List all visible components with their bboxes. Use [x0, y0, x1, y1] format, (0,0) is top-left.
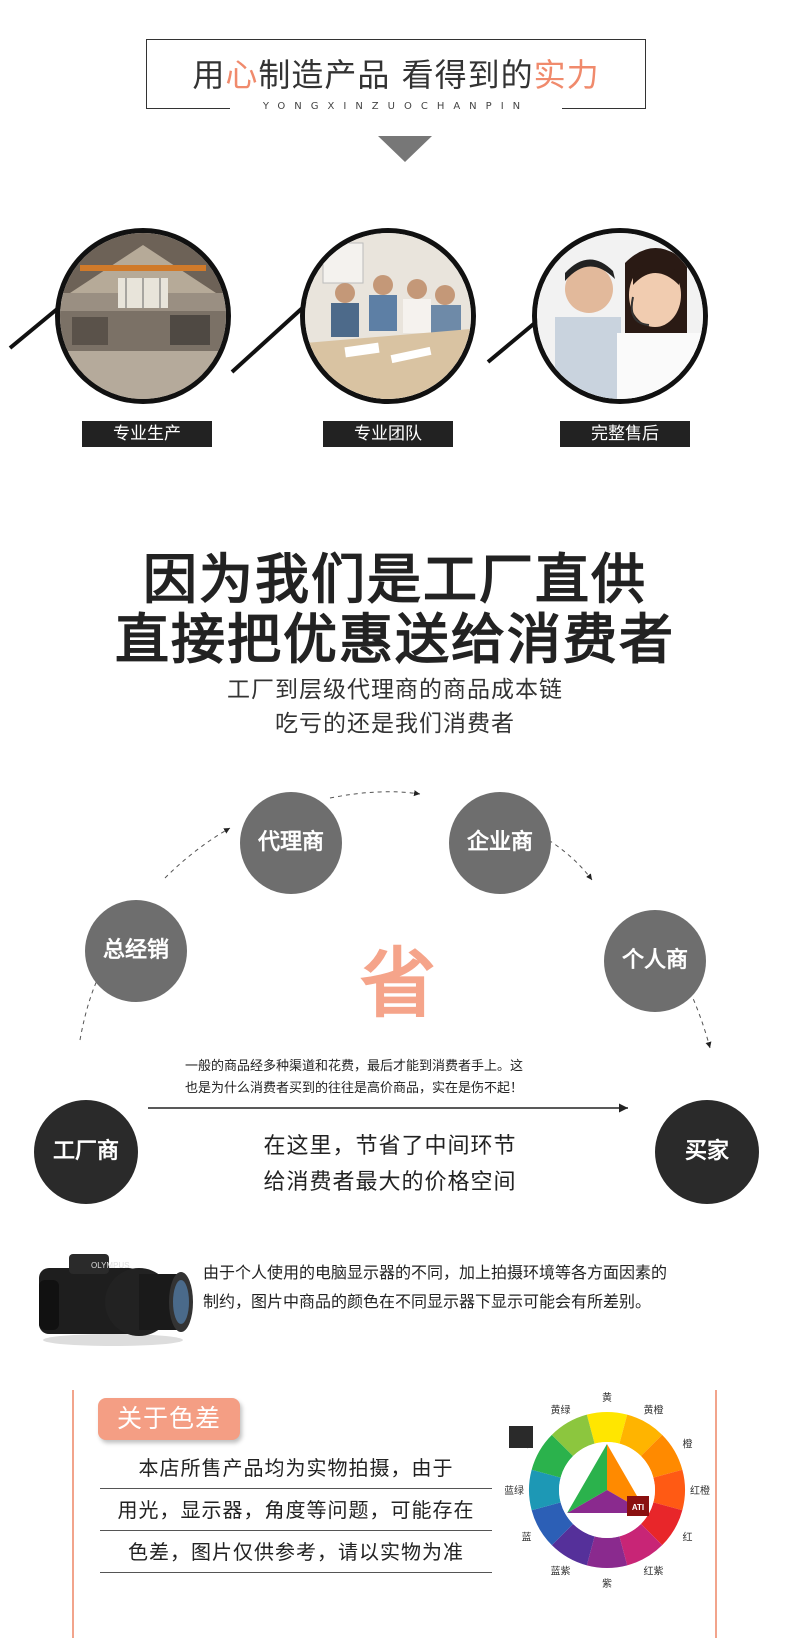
camera-icon: OLYMPUS [39, 1254, 193, 1346]
down-arrow-icon [378, 136, 432, 162]
chain-description: 一般的商品经多种渠道和花费，最后才能到消费者手上。这也是为什么消费者买到的往往是… [185, 1059, 524, 1096]
wheel-triangle [607, 1444, 647, 1513]
header-pinyin: YONGXINZUOCHANPIN [230, 101, 562, 112]
factory-photo-icon [55, 228, 231, 404]
feature-label-aftersales: 完整售后 [560, 421, 690, 447]
wheel-label: 橙 [683, 1438, 693, 1451]
header-frame [146, 39, 646, 109]
node-individual: 个人商 [604, 910, 706, 1012]
headline-line-2: 直接把优惠送给消费者 [115, 608, 675, 671]
wheel-segment [551, 1414, 595, 1457]
color-wheel-icon: 黄黄橙橙红橙红红紫紫蓝紫蓝蓝绿绿黄绿ATI [505, 1391, 710, 1590]
wheel-segment [619, 1414, 663, 1457]
color-diff-line-3: 色差，图片仅供参考，请以实物为准 [100, 1532, 492, 1573]
node-agent: 代理商 [240, 792, 342, 894]
divider-left [72, 1390, 74, 1638]
wheel-segment [551, 1523, 595, 1566]
header-title: 用心制造产品 看得到的实力 [192, 56, 600, 94]
camera-note: 由于个人使用的电脑显示器的不同，加上拍摄环境等各方面因素的制约，图片中商品的颜色… [203, 1263, 668, 1311]
wheel-segment [653, 1469, 685, 1511]
customer-service-photo-icon [532, 228, 708, 404]
wheel-label: 黄橙 [644, 1403, 664, 1416]
team-meeting-photo-icon [300, 228, 476, 404]
divider-right [715, 1390, 717, 1638]
camera-brand-text: OLYMPUS [91, 1261, 130, 1270]
wheel-label: 红紫 [644, 1565, 664, 1578]
node-general-distributor: 总经销 [85, 900, 187, 1002]
wheel-segment [531, 1434, 574, 1478]
wheel-segment [619, 1523, 663, 1566]
wheel-label: 黄绿 [551, 1403, 571, 1416]
wheel-label: 蓝紫 [551, 1566, 571, 1578]
wheel-segment [586, 1536, 628, 1568]
wheel-segment [531, 1502, 574, 1546]
gpu-badge-icon [509, 1426, 533, 1448]
feature-label-production: 专业生产 [82, 421, 212, 447]
wheel-segment [640, 1434, 683, 1478]
wheel-triangle [567, 1490, 647, 1513]
wheel-label: 蓝 [521, 1532, 531, 1544]
save-character: 省 [360, 939, 436, 1028]
wheel-label: 红橙 [690, 1484, 710, 1497]
wheel-label: 红 [683, 1531, 693, 1544]
wheel-segment [640, 1502, 683, 1546]
color-diff-line-2: 用光，显示器，角度等问题，可能存在 [100, 1490, 492, 1531]
node-enterprise: 企业商 [449, 792, 551, 894]
feature-label-team: 专业团队 [323, 421, 453, 447]
wheel-segment [529, 1469, 561, 1511]
wheel-label: 紫 [602, 1578, 612, 1590]
chain-middle-text-1: 在这里，节省了中间环节 [263, 1134, 517, 1159]
ati-badge-icon [627, 1496, 649, 1516]
wheel-segment [586, 1412, 628, 1444]
node-factory: 工厂商 [34, 1100, 138, 1204]
subhead-line-2: 吃亏的还是我们消费者 [275, 711, 515, 737]
node-buyer: 买家 [655, 1100, 759, 1204]
chain-middle-text-2: 给消费者最大的价格空间 [263, 1170, 517, 1195]
wheel-label: 蓝绿 [505, 1484, 524, 1497]
wheel-triangle [567, 1444, 607, 1513]
headline-line-1: 因为我们是工厂直供 [143, 548, 647, 611]
wheel-label: 黄 [602, 1391, 612, 1404]
subhead-line-1: 工厂到层级代理商的商品成本链 [227, 677, 563, 703]
ati-badge-text: ATI [632, 1503, 644, 1512]
color-diff-badge: 关于色差 [98, 1398, 240, 1440]
color-diff-line-1: 本店所售产品均为实物拍摄，由于 [100, 1448, 492, 1489]
